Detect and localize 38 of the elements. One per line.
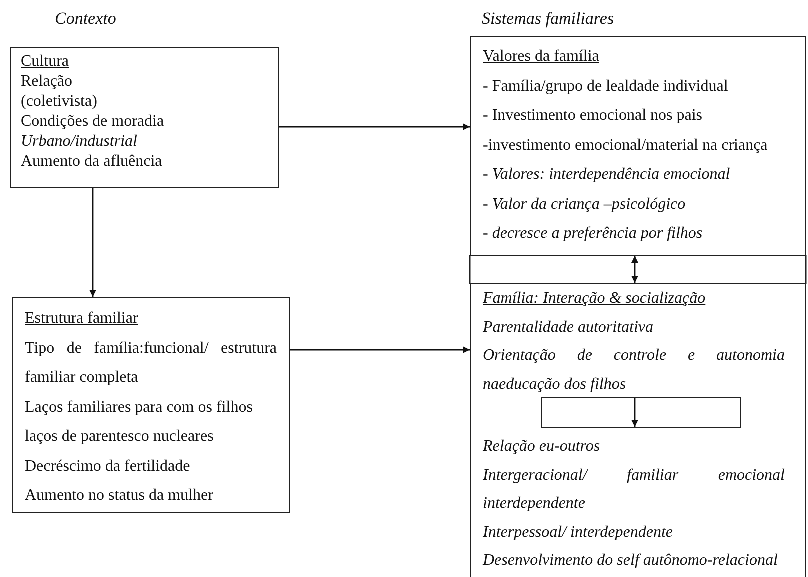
text-line: Interpessoal/ interdependente [483,522,674,542]
text-box [12,297,290,513]
text-line: (coletivista) [21,92,98,112]
section-heading: Cultura [21,52,70,72]
text-line: - Valor da criança –psicológico [483,194,687,214]
text-line: Aumento no status da mulher [25,486,214,506]
arrow [632,397,638,427]
text-box [10,47,279,188]
text-line: laços de parentesco nucleares [25,427,215,447]
text-box [470,36,806,256]
text-line: Parentalidade autoritativa [483,318,654,338]
section-heading: Valores da família [483,47,600,67]
text-line: -investimento emocional/material na criança [483,136,769,156]
text-line: - Família/grupo de lealdade individual [483,76,730,96]
section-heading: Família: Interação & socialização [483,289,707,309]
arrow [279,124,470,130]
text-line: Intergeracional/ familiar emocional interdependente [483,466,785,514]
arrow [632,256,638,283]
empty-box [541,397,741,428]
text-line: - Investimento emocional nos pais [483,106,704,126]
text-line: Relação [21,72,74,92]
column-heading: Contexto [55,9,116,29]
text-line: Laços familiares para com os filhos [25,398,254,418]
text-line: Aumento da afluência [21,152,164,172]
text-line: Urbano/industrial [21,132,138,152]
text-line: Relação eu-outros [483,437,602,457]
text-line: Tipo de família:funcional/ estrutura familiar completa [25,338,277,388]
text-line: - decresce a preferência por filhos [483,224,704,244]
arrow [90,188,96,297]
text-line: Desenvolvimento do self autônomo-relacional [483,551,779,571]
column-heading: Sistemas familiares [482,9,614,29]
section-heading: Estrutura familiar [25,309,140,329]
text-line: Orientação de controle e autonomia naeducação dos filhos [483,346,785,394]
arrow [290,346,470,354]
text-line: Condições de moradia [21,112,166,132]
text-line: Decréscimo da fertilidade [25,456,192,476]
text-box [470,283,806,577]
text-line: - Valores: interdependência emocional [483,165,732,185]
